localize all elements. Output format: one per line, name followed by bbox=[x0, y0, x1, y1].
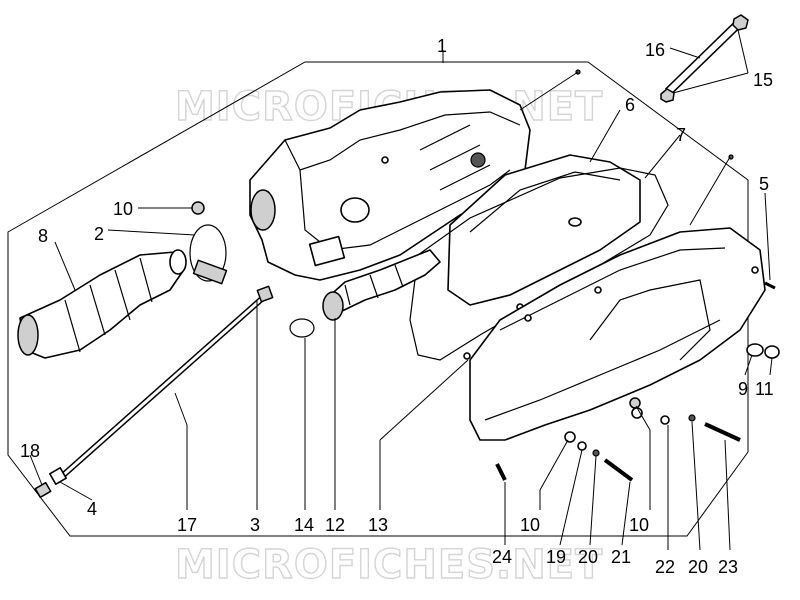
drain-plug[interactable] bbox=[34, 481, 52, 499]
callout-8: 8 bbox=[38, 226, 48, 246]
tube-nut-upper[interactable] bbox=[732, 14, 749, 31]
callout-3: 3 bbox=[250, 515, 260, 535]
callout-7: 7 bbox=[676, 125, 686, 145]
breather-tube[interactable] bbox=[664, 20, 742, 96]
airbox-cover[interactable] bbox=[463, 227, 766, 441]
callout-5: 5 bbox=[759, 174, 769, 194]
cap-11[interactable] bbox=[764, 345, 780, 359]
callout-16: 16 bbox=[645, 40, 665, 60]
callout-12: 12 bbox=[325, 515, 345, 535]
leader-lines bbox=[29, 29, 773, 551]
callout-21: 21 bbox=[611, 547, 631, 567]
callout-6: 6 bbox=[625, 95, 635, 115]
intake-hose[interactable] bbox=[17, 249, 187, 359]
callout-24: 24 bbox=[492, 547, 512, 567]
callout-18: 18 bbox=[20, 441, 40, 461]
drain-pipe[interactable] bbox=[58, 293, 267, 481]
bolt-21[interactable] bbox=[603, 458, 634, 482]
callout-22: 22 bbox=[655, 557, 675, 577]
callout-15: 15 bbox=[753, 70, 773, 90]
callout-17: 17 bbox=[177, 515, 197, 535]
callout-19: 19 bbox=[546, 547, 566, 567]
plug-9[interactable] bbox=[746, 343, 764, 357]
assembly-outline bbox=[7, 61, 749, 537]
washer-19[interactable] bbox=[577, 441, 587, 451]
intake-port bbox=[250, 189, 276, 231]
screw-24[interactable] bbox=[495, 463, 507, 481]
callout-9: 9 bbox=[738, 379, 748, 399]
watermark-bottom: MICROFICHES.NET bbox=[175, 542, 603, 588]
connecting-duct[interactable] bbox=[322, 249, 441, 321]
grommet[interactable] bbox=[256, 285, 274, 303]
callout-4: 4 bbox=[87, 499, 97, 519]
hose-clamp[interactable] bbox=[189, 224, 228, 285]
callout-20-right: 20 bbox=[688, 557, 708, 577]
screw-5[interactable] bbox=[764, 281, 776, 290]
callout-23: 23 bbox=[718, 557, 738, 577]
nut-20[interactable] bbox=[688, 414, 696, 422]
washer-10-mid[interactable] bbox=[564, 431, 576, 443]
airbox-base[interactable] bbox=[249, 89, 531, 281]
callout-10-top: 10 bbox=[113, 199, 133, 219]
callout-10-right: 10 bbox=[629, 515, 649, 535]
duct-clamp[interactable] bbox=[289, 318, 315, 338]
callout-14: 14 bbox=[294, 515, 314, 535]
nut-10[interactable] bbox=[191, 201, 205, 215]
callout-11: 11 bbox=[755, 379, 774, 399]
gasket[interactable] bbox=[409, 167, 669, 361]
callout-1: 1 bbox=[437, 36, 447, 56]
callout-10-mid: 10 bbox=[520, 515, 540, 535]
tube-nut-lower[interactable] bbox=[660, 88, 675, 103]
callout-20-mid: 20 bbox=[578, 547, 598, 567]
nut-20-mid[interactable] bbox=[592, 449, 600, 457]
hose-end bbox=[17, 314, 39, 356]
callout-13: 13 bbox=[368, 515, 388, 535]
washer-10-right[interactable] bbox=[629, 397, 641, 409]
washer-20-right[interactable] bbox=[660, 415, 670, 425]
callout-2: 2 bbox=[94, 224, 104, 244]
dot-marker-2 bbox=[728, 154, 734, 160]
callout-labels: 1 2 3 4 5 6 7 8 9 10 10 10 11 12 13 14 1… bbox=[20, 36, 774, 577]
pipe-clip[interactable] bbox=[49, 467, 67, 485]
bolt-23[interactable] bbox=[704, 422, 741, 442]
